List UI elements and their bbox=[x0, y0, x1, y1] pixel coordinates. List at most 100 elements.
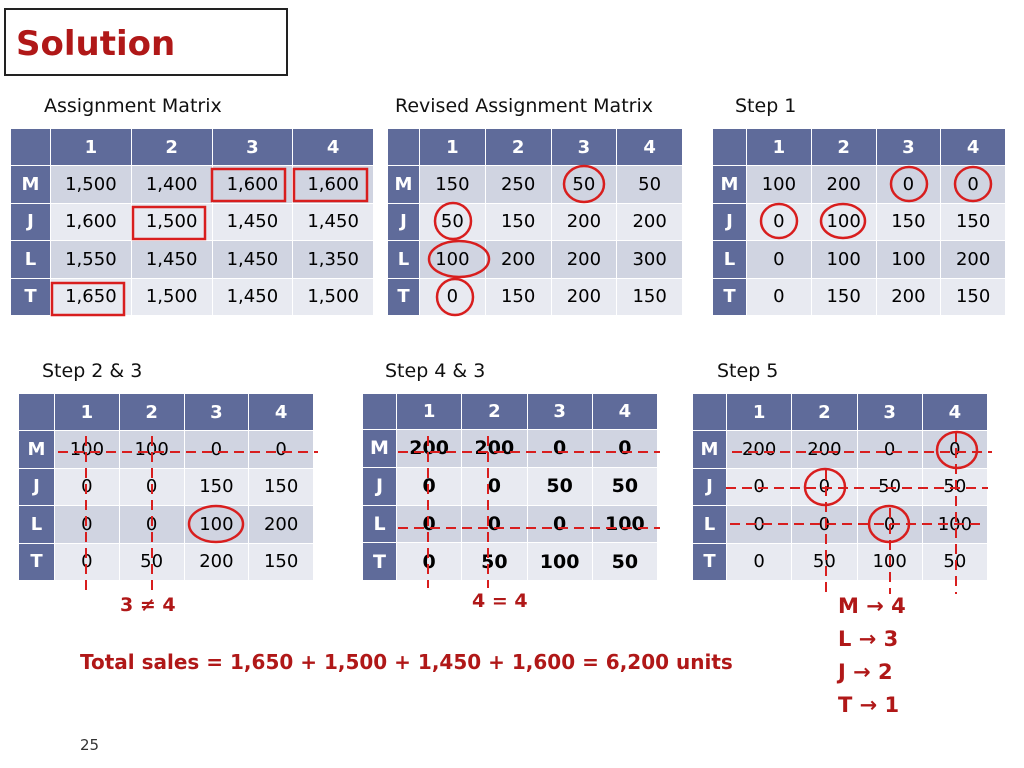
table-cell: 1,600 bbox=[211, 165, 294, 204]
table-cell: 0 bbox=[746, 240, 812, 279]
table-cell: 50 bbox=[856, 467, 923, 507]
row-header: T bbox=[18, 542, 55, 582]
row-header: L bbox=[387, 240, 420, 279]
table-cell: 0 bbox=[419, 277, 486, 317]
caption-revised-matrix: Revised Assignment Matrix bbox=[395, 95, 653, 117]
col-header: 4 bbox=[921, 392, 989, 432]
caption-step-2-3: Step 2 & 3 bbox=[42, 360, 143, 382]
table-cell: 150 bbox=[183, 467, 250, 507]
table-cell: 100 bbox=[856, 542, 923, 582]
table-cell: 150 bbox=[875, 202, 942, 242]
table-cell: 50 bbox=[921, 542, 989, 582]
row-header: T bbox=[692, 542, 727, 582]
row-header: J bbox=[712, 202, 747, 242]
table-cell: 100 bbox=[419, 240, 486, 279]
row-header: J bbox=[10, 202, 51, 242]
row-header: L bbox=[362, 504, 397, 544]
table-cell: 1,450 bbox=[211, 202, 294, 242]
col-header: 3 bbox=[526, 392, 593, 431]
page-number: 25 bbox=[80, 736, 100, 754]
table-cell: 0 bbox=[395, 466, 463, 506]
table-cell: 150 bbox=[616, 277, 683, 317]
caption-step-4-3: Step 4 & 3 bbox=[385, 360, 486, 382]
col-header: 2 bbox=[484, 127, 552, 167]
row-header: T bbox=[712, 277, 747, 317]
table-cell: 50 bbox=[419, 202, 486, 242]
table-cell: 200 bbox=[810, 165, 877, 204]
table-cell: 1,600 bbox=[50, 202, 132, 242]
table-cell: 1,450 bbox=[130, 240, 213, 279]
table-cell: 150 bbox=[484, 277, 552, 317]
table-cell: 0 bbox=[856, 430, 923, 469]
row-header: M bbox=[387, 165, 420, 204]
table-cell: 0 bbox=[54, 467, 120, 507]
row-header: J bbox=[18, 467, 55, 507]
col-header: 3 bbox=[875, 127, 942, 167]
row-header: T bbox=[362, 542, 397, 581]
table-cell: 150 bbox=[248, 542, 314, 582]
assignment-item: J → 2 bbox=[838, 660, 893, 684]
row-header: L bbox=[692, 505, 727, 544]
row-header: J bbox=[692, 467, 727, 507]
table-cell: 1,550 bbox=[50, 240, 132, 279]
row-header: M bbox=[362, 429, 397, 468]
col-header: 1 bbox=[419, 127, 486, 167]
table-cell: 200 bbox=[550, 240, 618, 279]
table-cell: 0 bbox=[118, 467, 185, 507]
table-cell: 100 bbox=[921, 505, 989, 544]
row-header: J bbox=[362, 466, 397, 506]
table-cell: 1,650 bbox=[50, 277, 132, 317]
table-cell: 100 bbox=[810, 240, 877, 279]
table-cell: 0 bbox=[118, 505, 185, 544]
table-cell: 50 bbox=[591, 466, 659, 506]
assignment-item: L → 3 bbox=[838, 627, 899, 651]
col-header: 4 bbox=[248, 392, 314, 432]
table-cell: 0 bbox=[54, 505, 120, 544]
table-cell: 1,500 bbox=[50, 165, 132, 204]
table-cell: 1,600 bbox=[292, 165, 374, 204]
table-cell: 50 bbox=[921, 467, 989, 507]
table-cell: 200 bbox=[183, 542, 250, 582]
table-cell: 0 bbox=[791, 505, 858, 544]
col-header: 3 bbox=[550, 127, 618, 167]
caption-step-1: Step 1 bbox=[735, 95, 797, 117]
table-cell: 0 bbox=[461, 504, 528, 544]
assignment-item: T → 1 bbox=[838, 693, 900, 717]
col-header: 2 bbox=[130, 127, 213, 167]
table-cell: 50 bbox=[550, 165, 618, 204]
table-cell: 150 bbox=[248, 467, 314, 507]
table-cell: 0 bbox=[856, 505, 923, 544]
col-header: 1 bbox=[725, 392, 793, 432]
table-cell: 200 bbox=[940, 240, 1006, 279]
table-cell: 200 bbox=[248, 505, 314, 544]
table-cell: 50 bbox=[616, 165, 683, 204]
assignment-item: M → 4 bbox=[838, 594, 906, 618]
table-cell: 150 bbox=[940, 202, 1006, 242]
row-header: T bbox=[10, 277, 51, 317]
table-cell: 250 bbox=[484, 165, 552, 204]
col-header: 2 bbox=[791, 392, 858, 432]
table-cell: 0 bbox=[725, 467, 793, 507]
page-title: Solution bbox=[16, 24, 176, 64]
col-header: 1 bbox=[54, 392, 120, 432]
table-cell: 0 bbox=[791, 467, 858, 507]
col-header: 2 bbox=[810, 127, 877, 167]
